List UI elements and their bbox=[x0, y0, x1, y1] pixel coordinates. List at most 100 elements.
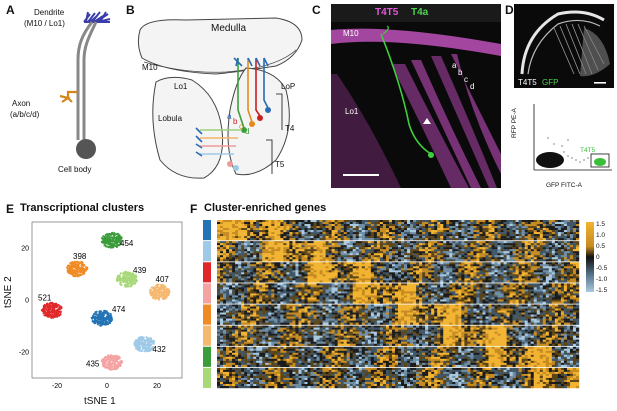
heatmap-cell bbox=[545, 247, 550, 250]
heatmap-cell bbox=[220, 253, 224, 256]
heatmap-cell bbox=[328, 255, 332, 258]
heatmap-cell bbox=[316, 255, 320, 258]
heatmap-cell bbox=[319, 274, 323, 277]
heatmap-cell bbox=[364, 259, 369, 262]
heatmap-cell bbox=[416, 245, 420, 248]
heatmap-cell bbox=[301, 253, 305, 256]
heatmap-cell bbox=[455, 228, 459, 231]
heatmap-cell bbox=[343, 268, 347, 271]
heatmap-cell bbox=[458, 226, 462, 229]
heatmap-cell bbox=[506, 245, 510, 248]
medulla-label: Medulla bbox=[211, 23, 247, 34]
heatmap-cell bbox=[461, 241, 465, 244]
tsne-point bbox=[103, 238, 106, 241]
heatmap-cell bbox=[322, 262, 326, 265]
heatmap-cell bbox=[548, 266, 553, 269]
heatmap-cell bbox=[307, 230, 311, 233]
heatmap-cell bbox=[551, 220, 556, 223]
heatmap-cell bbox=[452, 226, 456, 229]
heatmap-cell bbox=[241, 222, 245, 225]
heatmap-cell bbox=[476, 241, 480, 244]
heatmap-cell bbox=[470, 257, 474, 260]
heatmap-cell bbox=[229, 228, 233, 231]
heatmap-cell bbox=[277, 220, 281, 223]
heatmap-cell bbox=[373, 228, 378, 231]
heatmap-cell bbox=[229, 278, 233, 281]
heatmap-cell bbox=[413, 253, 417, 256]
heatmap-cell bbox=[506, 266, 510, 269]
heatmap-cell bbox=[241, 268, 245, 271]
axon-branch bbox=[59, 90, 78, 103]
heatmap-cell bbox=[358, 230, 362, 233]
heatmap-cell bbox=[331, 241, 335, 244]
heatmap-cell bbox=[467, 272, 471, 275]
heatmap-cell bbox=[554, 255, 559, 258]
heatmap-cell bbox=[313, 272, 317, 275]
heatmap-cell bbox=[545, 259, 550, 262]
heatmap-cell bbox=[530, 228, 534, 231]
heatmap-cell bbox=[575, 241, 580, 244]
heatmap-cell bbox=[250, 255, 254, 258]
heatmap-cell bbox=[241, 274, 245, 277]
heatmap-cell bbox=[404, 243, 408, 246]
heatmap-cell bbox=[265, 264, 269, 267]
heatmap-cell bbox=[337, 243, 341, 246]
heatmap-cell bbox=[358, 228, 362, 231]
heatmap-cell bbox=[286, 274, 290, 277]
heatmap-cell bbox=[527, 243, 531, 246]
heatmap-cell bbox=[485, 241, 489, 244]
heatmap-cell bbox=[295, 236, 299, 239]
heatmap-cell bbox=[413, 249, 417, 252]
heatmap-cell bbox=[217, 272, 221, 275]
tsne-point bbox=[103, 311, 106, 314]
heatmap-cell bbox=[391, 226, 396, 229]
heatmap-cell bbox=[235, 268, 239, 271]
heatmap-cell bbox=[229, 270, 233, 273]
heatmap-cell bbox=[401, 276, 405, 279]
heatmap-cell bbox=[566, 238, 571, 241]
heatmap-cell bbox=[557, 278, 562, 281]
heatmap-cell bbox=[337, 236, 341, 239]
heatmap-cell bbox=[268, 259, 272, 262]
heatmap-cell bbox=[334, 274, 338, 277]
heatmap-cell bbox=[250, 238, 254, 241]
heatmap-cell bbox=[307, 243, 311, 246]
heatmap-cell bbox=[509, 226, 513, 229]
heatmap-cell bbox=[244, 251, 248, 254]
heatmap-cell bbox=[440, 272, 444, 275]
heatmap-cell bbox=[500, 257, 504, 260]
heatmap-cell bbox=[262, 230, 266, 233]
heatmap-cell bbox=[316, 253, 320, 256]
heatmap-cell bbox=[316, 234, 320, 237]
heatmap-cell bbox=[452, 249, 456, 252]
heatmap-cell bbox=[419, 278, 423, 281]
heatmap-cell bbox=[554, 274, 559, 277]
tsne-point bbox=[94, 317, 97, 320]
heatmap-cell bbox=[337, 253, 341, 256]
heatmap-cell bbox=[244, 249, 248, 252]
heatmap-cell bbox=[512, 251, 516, 254]
heatmap-cell bbox=[434, 270, 438, 273]
heatmap-cell bbox=[274, 243, 278, 246]
heatmap-cell bbox=[434, 228, 438, 231]
tsne-y-axis-label: tSNE 2 bbox=[3, 276, 14, 308]
heatmap-cell bbox=[410, 276, 414, 279]
heatmap-cell bbox=[313, 243, 317, 246]
lobula-plate-shape bbox=[227, 67, 290, 176]
heatmap-cell bbox=[361, 249, 366, 252]
heatmap-cell bbox=[488, 262, 492, 265]
heatmap-cell bbox=[241, 266, 245, 269]
heatmap-cell bbox=[428, 228, 432, 231]
heatmap-cell bbox=[455, 224, 459, 227]
heatmap-cell bbox=[521, 238, 525, 241]
heatmap-cell bbox=[274, 276, 278, 279]
heatmap-cell bbox=[404, 241, 408, 244]
heatmap-cell bbox=[485, 247, 489, 250]
heatmap-cell bbox=[509, 238, 513, 241]
heatmap-cell bbox=[521, 220, 525, 223]
tsne-point bbox=[118, 234, 121, 237]
heatmap-cell bbox=[322, 278, 326, 281]
tsne-point bbox=[110, 357, 113, 360]
heatmap-cell bbox=[473, 268, 477, 271]
heatmap-cell bbox=[334, 251, 338, 254]
